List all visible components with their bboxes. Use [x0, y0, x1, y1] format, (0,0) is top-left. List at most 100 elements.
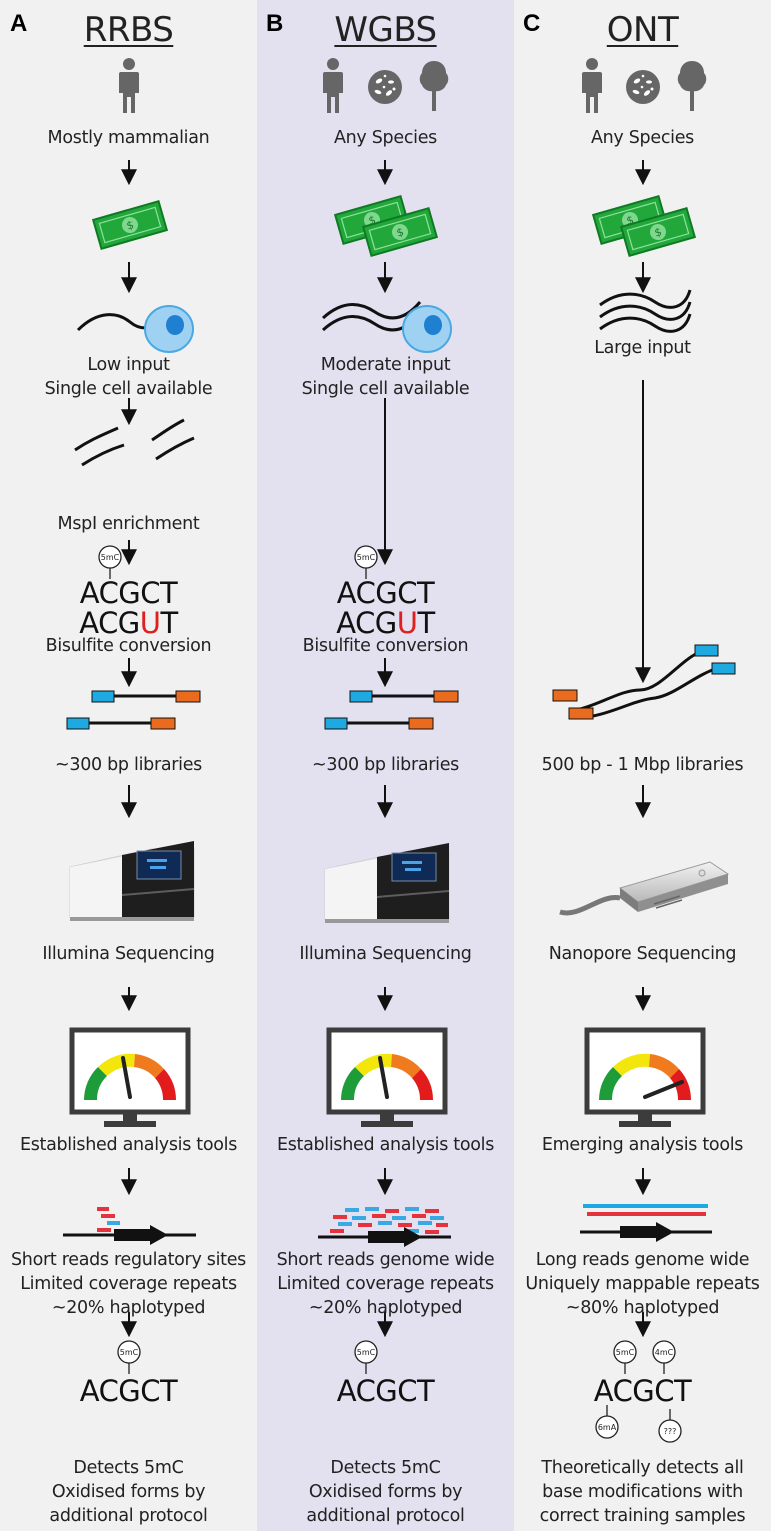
microbe-icon — [368, 70, 402, 104]
reads-label-2: Uniquely mappable repeats — [525, 1274, 760, 1294]
input-label-1: Low input — [87, 355, 170, 375]
read-alignment-icon — [63, 1207, 196, 1245]
tag-label: 4mC — [655, 1348, 674, 1357]
reads-label-3: ~20% haplotyped — [308, 1298, 463, 1318]
tag-label: 5mC — [357, 1348, 376, 1357]
tree-icon — [677, 61, 707, 111]
reads-label-1: Short reads regulatory sites — [11, 1250, 246, 1270]
detects-label-1: Theoretically detects all — [541, 1458, 744, 1478]
read-alignment-icon — [318, 1207, 451, 1247]
panel-a-graphics — [63, 58, 202, 1375]
species-label: Mostly mammalian — [47, 128, 210, 148]
dna-fragment — [74, 426, 119, 452]
input-label-2: Single cell available — [301, 379, 470, 399]
modification-tag-icon — [652, 1340, 676, 1375]
gauge-monitor-icon — [329, 1030, 445, 1127]
panel-a-background — [0, 0, 257, 1531]
detects-label-2: Oxidised forms by — [51, 1482, 206, 1502]
tag-label: 5mC — [357, 553, 376, 562]
converted-base: U — [139, 606, 161, 640]
dna-strand-icon — [599, 289, 692, 309]
final-sequence: ACGCT — [79, 1374, 178, 1408]
sequencing-label: Illumina Sequencing — [299, 944, 472, 964]
species-label: Any Species — [333, 128, 438, 148]
sequencing-label: Illumina Sequencing — [42, 944, 215, 964]
modification-tag-icon — [595, 1404, 619, 1439]
tag-label: 5mC — [120, 1348, 139, 1357]
reads-label-3: ~80% haplotyped — [565, 1298, 720, 1318]
tag-label: 5mC — [101, 553, 120, 562]
detects-label-2: base modifications with — [542, 1482, 743, 1502]
reads-label-2: Limited coverage repeats — [277, 1274, 494, 1294]
modification-tag-icon — [117, 1340, 141, 1375]
panel-c-graphics — [552, 58, 736, 1443]
detects-label-3: additional protocol — [306, 1506, 465, 1526]
tag-label: 5mC — [616, 1348, 635, 1357]
detects-label-3: correct training samples — [539, 1506, 746, 1526]
panel-letter-b: B — [266, 10, 284, 37]
reads-label-1: Short reads genome wide — [276, 1250, 495, 1270]
detects-label-2: Oxidised forms by — [308, 1482, 463, 1502]
method-title-ont: ONT — [606, 10, 679, 50]
libraries-label: ~300 bp libraries — [55, 755, 202, 775]
sequence-converted: ACGUT — [79, 606, 178, 640]
sequence-original: ACGCT — [336, 576, 435, 610]
tree-icon — [419, 61, 449, 111]
converted-base: U — [396, 606, 418, 640]
modification-tag-icon — [98, 545, 122, 580]
sequencer-icon — [69, 840, 195, 922]
gauge-monitor-icon — [72, 1030, 188, 1127]
reads-label-2: Limited coverage repeats — [20, 1274, 237, 1294]
library-fragment — [552, 644, 736, 720]
method-title-wgbs: WGBS — [334, 10, 437, 50]
input-label-2: Single cell available — [44, 379, 213, 399]
tag-label: 6mA — [598, 1423, 617, 1432]
final-sequence: ACGCT — [593, 1374, 692, 1408]
analysis-label: Established analysis tools — [276, 1135, 495, 1155]
person-icon — [582, 58, 602, 113]
library-fragment — [348, 689, 460, 704]
modification-tag-icon — [613, 1340, 637, 1375]
nanopore-device-icon — [560, 862, 728, 913]
read-alignment-icon — [580, 1204, 712, 1242]
panel-b-background — [257, 0, 514, 1531]
gauge-needle — [643, 1080, 684, 1099]
reads-label-3: ~20% haplotyped — [51, 1298, 206, 1318]
analysis-label: Established analysis tools — [19, 1135, 238, 1155]
panel-c-background — [514, 0, 771, 1531]
libraries-label: ~300 bp libraries — [312, 755, 459, 775]
conversion-label: Bisulfite conversion — [302, 636, 469, 656]
enrichment-label: MspI enrichment — [57, 514, 200, 534]
person-icon — [119, 58, 139, 113]
modification-tag-icon — [354, 1340, 378, 1375]
library-fragment — [90, 689, 202, 704]
sequencing-label: Nanopore Sequencing — [548, 944, 737, 964]
species-label: Any Species — [590, 128, 695, 148]
method-title-rrbs: RRBS — [83, 10, 174, 50]
panel-letter-c: C — [523, 10, 541, 37]
money-icon — [92, 200, 168, 250]
dna-strand-icon — [321, 301, 422, 320]
analysis-label: Emerging analysis tools — [541, 1135, 744, 1155]
gauge-needle — [378, 1056, 389, 1099]
tag-label: ??? — [664, 1427, 677, 1436]
panel-b-graphics — [318, 58, 460, 1375]
panel-letter-a: A — [10, 10, 28, 37]
input-label-1: Large input — [594, 338, 691, 358]
detects-label-1: Detects 5mC — [330, 1458, 441, 1478]
modification-tag-icon — [354, 545, 378, 580]
input-label-1: Moderate input — [320, 355, 451, 375]
modification-tag-icon — [658, 1408, 682, 1443]
conversion-label: Bisulfite conversion — [45, 636, 212, 656]
libraries-label: 500 bp - 1 Mbp libraries — [541, 755, 744, 775]
detects-label-3: additional protocol — [49, 1506, 208, 1526]
person-icon — [323, 58, 343, 113]
gauge-needle — [121, 1056, 132, 1099]
microbe-icon — [626, 70, 660, 104]
sequence-original: ACGCT — [79, 576, 178, 610]
final-sequence: ACGCT — [336, 1374, 435, 1408]
detects-label-1: Detects 5mC — [73, 1458, 184, 1478]
sequence-converted: ACGUT — [336, 606, 435, 640]
